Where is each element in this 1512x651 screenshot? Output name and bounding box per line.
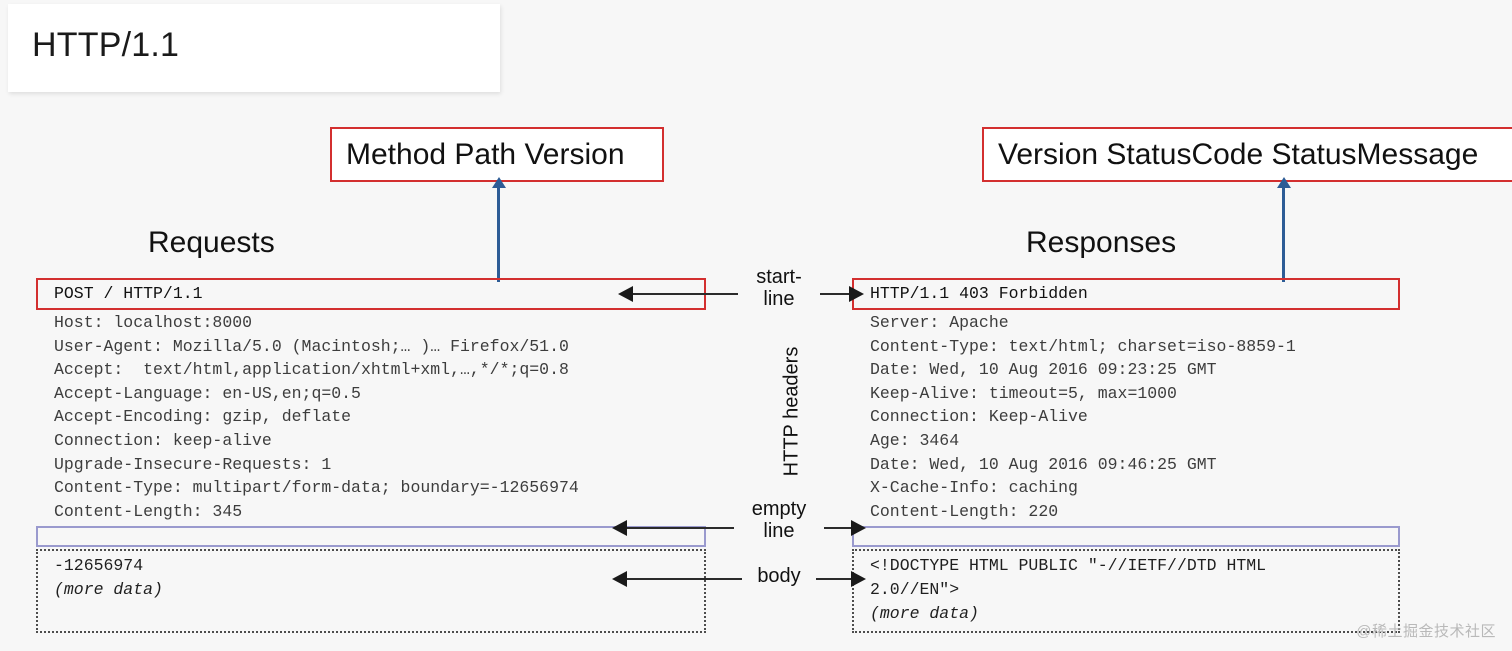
- callout-response-startline-format: Version StatusCode StatusMessage: [982, 127, 1512, 182]
- request-header-line: Content-Type: multipart/form-data; bound…: [54, 478, 579, 498]
- heading-requests: Requests: [148, 226, 275, 259]
- request-header-line: Host: localhost:8000: [54, 313, 253, 332]
- request-header-line: Accept-Encoding: gzip, deflate: [54, 407, 352, 427]
- response-header-line: Date: Wed, 10 Aug 2016 09:23:25 GMT: [870, 360, 1217, 380]
- response-header-line: Content-Length: 220: [870, 501, 1059, 521]
- arrow-left-icon-empty-line: [612, 520, 734, 536]
- page-title: HTTP/1.1: [32, 26, 180, 64]
- request-message-block: POST / HTTP/1.1 Host: localhost:8000 Use…: [36, 278, 706, 634]
- request-body-more-data: (more data): [54, 579, 163, 599]
- request-header-line: Connection: keep-alive: [54, 430, 272, 450]
- title-card: HTTP/1.1: [8, 4, 500, 92]
- request-empty-line-box: [36, 526, 706, 548]
- response-header-line: X-Cache-Info: caching: [870, 478, 1078, 498]
- label-start-line-part1: start-: [756, 266, 802, 288]
- request-header-line: Accept-Language: en-US,en;q=0.5: [54, 383, 361, 403]
- response-header-line: Keep-Alive: timeout=5, max=1000: [870, 383, 1177, 403]
- request-header-line: User-Agent: Mozilla/5.0 (Macintosh;… )… …: [54, 336, 569, 356]
- response-start-line-text: HTTP/1.1 403 Forbidden: [870, 284, 1088, 304]
- response-header-line: Age: 3464: [870, 430, 960, 450]
- callout-request-label: Method Path Version: [346, 137, 625, 171]
- label-start-line-part2: line: [763, 288, 795, 310]
- response-header-line: Connection: Keep-Alive: [870, 407, 1088, 427]
- request-body-line: -12656974: [54, 556, 144, 576]
- request-start-line-text: POST / HTTP/1.1: [54, 284, 203, 304]
- callout-response-label: Version StatusCode StatusMessage: [998, 137, 1479, 171]
- request-header-line: Content-Length: 345: [54, 501, 243, 521]
- response-empty-line-box: [852, 526, 1400, 548]
- request-start-line-box: POST / HTTP/1.1: [36, 278, 706, 310]
- request-headers-list: Host: localhost:8000 User-Agent: Mozilla…: [36, 310, 706, 525]
- response-message-block: HTTP/1.1 403 Forbidden Server: Apache Co…: [852, 278, 1400, 634]
- arrow-right-icon-start-line: [820, 286, 864, 302]
- blue-arrow-up-icon-request: [491, 177, 506, 282]
- label-empty-line: empty line: [740, 498, 818, 542]
- response-header-line: Date: Wed, 10 Aug 2016 09:46:25 GMT: [870, 454, 1217, 474]
- watermark: @稀土掘金技术社区: [1356, 623, 1496, 640]
- label-start-line: start- line: [746, 266, 812, 310]
- label-http-headers: HTTP headers: [780, 346, 803, 477]
- arrow-left-icon-start-line: [618, 286, 738, 302]
- response-body-more-data: (more data): [870, 603, 979, 623]
- label-empty-line-part1: empty: [751, 498, 807, 520]
- request-header-line: Accept: text/html,application/xhtml+xml,…: [54, 360, 569, 380]
- callout-request-startline-format: Method Path Version: [330, 127, 664, 182]
- request-header-line: Upgrade-Insecure-Requests: 1: [54, 454, 332, 474]
- arrow-right-icon-empty-line: [824, 520, 866, 536]
- heading-responses: Responses: [1026, 226, 1177, 259]
- request-body-box: -12656974 (more data): [36, 549, 706, 634]
- label-body: body: [757, 565, 801, 587]
- response-start-line-box: HTTP/1.1 403 Forbidden: [852, 278, 1400, 310]
- arrow-left-icon-body: [612, 571, 742, 587]
- blue-arrow-up-icon-response: [1276, 177, 1291, 282]
- arrow-right-icon-body: [816, 571, 866, 587]
- response-body-line: <!DOCTYPE HTML PUBLIC "-//IETF//DTD HTML: [870, 556, 1267, 576]
- response-headers-list: Server: Apache Content-Type: text/html; …: [852, 310, 1400, 525]
- response-header-line: Content-Type: text/html; charset=iso-885…: [870, 336, 1296, 356]
- response-header-line: Server: Apache: [870, 313, 1009, 332]
- label-empty-line-part2: line: [763, 520, 795, 542]
- response-body-line: 2.0//EN">: [870, 579, 960, 599]
- response-body-box: <!DOCTYPE HTML PUBLIC "-//IETF//DTD HTML…: [852, 549, 1400, 634]
